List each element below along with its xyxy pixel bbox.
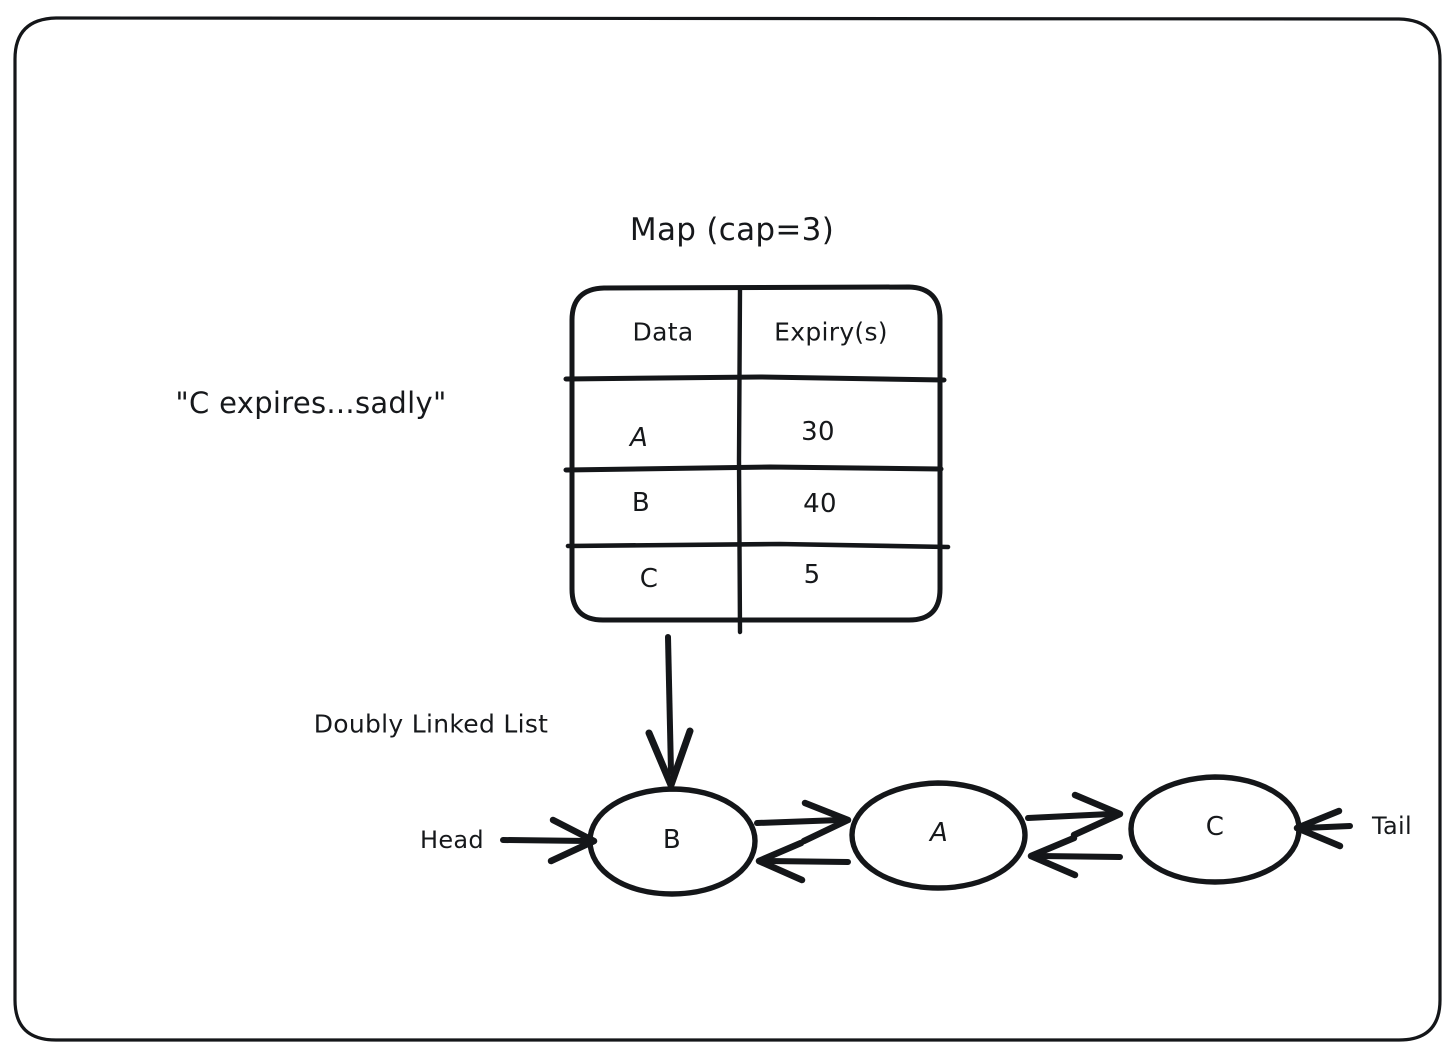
tail-arrow-left-icon [1293, 807, 1353, 850]
map-table-outline [563, 284, 951, 635]
head-label: Head [420, 826, 484, 854]
table-row: 30 [801, 417, 835, 447]
table-row: 5 [803, 560, 821, 590]
map-title: Map (cap=3) [629, 212, 835, 248]
link-arrow-a-to-b [755, 839, 851, 884]
expiry-annotation-quote: "C expires...sadly" [175, 386, 447, 420]
link-arrow-b-to-a [754, 799, 852, 845]
table-row: C [639, 564, 659, 594]
arrow-down-icon [645, 634, 694, 789]
table-row: 40 [803, 489, 837, 519]
node-ellipse-b [587, 786, 758, 897]
node-label-b: B [662, 825, 682, 855]
link-arrow-a-to-c [1025, 791, 1124, 839]
whiteboard-frame [13, 16, 1442, 1042]
node-label-c: C [1205, 812, 1225, 842]
node-label-a: A [929, 818, 949, 848]
table-row: B [631, 488, 651, 518]
link-arrow-c-to-a [1027, 834, 1123, 879]
tail-label: Tail [1372, 812, 1412, 840]
node-ellipse-a [849, 780, 1028, 891]
column-header-data: Data [632, 317, 694, 347]
node-ellipse-c [1128, 774, 1302, 885]
doubly-linked-list-label: Doubly Linked List [313, 709, 549, 739]
table-row: A [629, 423, 649, 453]
head-arrow-right-icon [500, 816, 598, 865]
column-header-expiry: Expiry(s) [774, 317, 888, 347]
